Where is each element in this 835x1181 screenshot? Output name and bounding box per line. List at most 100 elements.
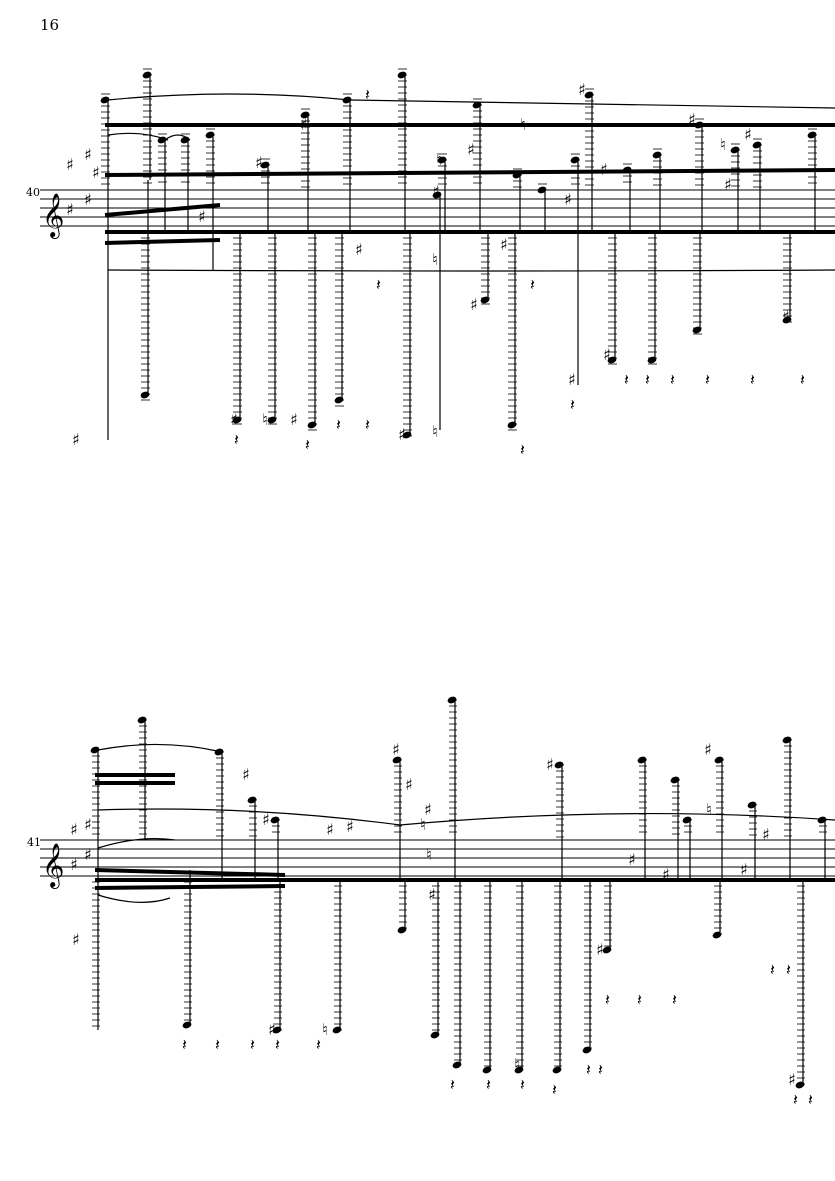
sharp-icon: ♯: [470, 295, 478, 314]
sharp-icon: ♯: [405, 775, 413, 794]
sharp-icon: ♯: [84, 815, 92, 834]
beams: [104, 123, 835, 245]
notehead: [752, 141, 762, 149]
notehead: [747, 801, 757, 809]
natural-icon: ♮: [514, 1055, 520, 1074]
sharp-icon: ♯: [70, 820, 78, 839]
rest-icon: 𝄽: [182, 1035, 187, 1054]
notehead: [552, 1066, 562, 1074]
measure-number-41: 41: [27, 836, 41, 849]
sharp-icon: ♯: [70, 855, 78, 874]
rest-icon: 𝄽: [520, 1075, 525, 1094]
rest-icon: 𝄽: [793, 1090, 798, 1109]
rests: 𝄽𝄽𝄽𝄽𝄽𝄽𝄽𝄽𝄽𝄽𝄽𝄽𝄽𝄽𝄽: [234, 85, 805, 459]
rest-icon: 𝄽: [750, 370, 755, 389]
rest-icon: 𝄽: [275, 1035, 280, 1054]
rest-icon: 𝄽: [365, 85, 370, 104]
sharp-icon: ♯: [255, 153, 263, 172]
notehead: [795, 1081, 805, 1089]
sharp-icon: ♯: [744, 125, 752, 144]
rest-icon: 𝄽: [637, 990, 642, 1009]
rest-icon: 𝄽: [586, 1060, 591, 1079]
notehead: [402, 431, 412, 439]
rest-icon: 𝄽: [250, 1035, 255, 1054]
notehead: [782, 736, 792, 744]
notehead: [334, 396, 344, 404]
accidentals: ♯♯♯♯♯♯♯♯♯♯♯♯♯♯♯♯♯♯♯♯♯♯♯♯♯♯♮♮♮♮♮♮: [66, 80, 790, 449]
notehead: [392, 756, 402, 764]
sharp-icon: ♯: [242, 765, 250, 784]
sharp-icon: ♯: [467, 140, 475, 159]
notehead: [270, 816, 280, 824]
notehead: [514, 1066, 524, 1074]
notehead: [182, 1021, 192, 1029]
notehead: [647, 356, 657, 364]
natural-icon: ♮: [720, 135, 726, 154]
natural-icon: ♮: [432, 250, 438, 269]
noteheads: [100, 71, 817, 439]
notehead: [397, 926, 407, 934]
rest-icon: 𝄽: [316, 1035, 321, 1054]
sharp-icon: ♯: [568, 370, 576, 389]
measure-number-40: 40: [26, 186, 40, 199]
sharp-icon: ♯: [424, 800, 432, 819]
sharp-icon: ♯: [398, 425, 406, 444]
rest-icon: 𝄽: [598, 1060, 603, 1079]
notehead: [480, 296, 490, 304]
natural-icon: ♮: [520, 115, 526, 134]
notehead: [652, 151, 662, 159]
music-system-2: 𝄞 ♯♯♯♯♯♯♯♯♯♯♯♯♯♯♯♯♯♯♯♯♯♯♮♮♮♮♮ 𝄽𝄽𝄽𝄽𝄽𝄽𝄽𝄽𝄽𝄽…: [40, 696, 835, 1109]
notehead: [272, 1026, 282, 1034]
sharp-icon: ♯: [84, 845, 92, 864]
noteheads: [90, 696, 827, 1089]
sharp-icon: ♯: [198, 207, 206, 226]
notehead: [447, 696, 457, 704]
sharp-icon: ♯: [92, 163, 100, 182]
notehead: [214, 748, 224, 756]
natural-icon: ♮: [262, 410, 268, 429]
notehead: [507, 421, 517, 429]
page-number: 16: [40, 16, 60, 34]
notehead: [247, 796, 257, 804]
natural-icon: ♮: [322, 1020, 328, 1039]
notehead: [260, 161, 270, 169]
notehead: [180, 136, 190, 144]
sharp-icon: ♯: [66, 200, 74, 219]
sharp-icon: ♯: [578, 80, 586, 99]
ties: [97, 743, 835, 903]
sharp-icon: ♯: [230, 410, 238, 429]
sharp-icon: ♯: [596, 940, 604, 959]
rest-icon: 𝄽: [624, 370, 629, 389]
stems: [92, 699, 827, 1085]
sharp-icon: ♯: [724, 175, 732, 194]
rest-icon: 𝄽: [376, 275, 381, 294]
sharp-icon: ♯: [762, 825, 770, 844]
rest-icon: 𝄽: [552, 1080, 557, 1099]
rest-icon: 𝄽: [670, 370, 675, 389]
rest-icon: 𝄽: [808, 1090, 813, 1109]
ties: [107, 93, 835, 272]
notehead: [602, 946, 612, 954]
notehead: [670, 776, 680, 784]
notehead: [694, 121, 704, 129]
rest-icon: 𝄽: [520, 440, 525, 459]
sharp-icon: ♯: [628, 850, 636, 869]
notehead: [332, 1026, 342, 1034]
rest-icon: 𝄽: [672, 990, 677, 1009]
notehead: [712, 931, 722, 939]
notehead: [437, 156, 447, 164]
sharp-icon: ♯: [66, 155, 74, 174]
notehead: [205, 131, 215, 139]
notehead: [714, 756, 724, 764]
notehead: [482, 1066, 492, 1074]
rest-icon: 𝄽: [770, 960, 775, 979]
rests: 𝄽𝄽𝄽𝄽𝄽𝄽𝄽𝄽𝄽𝄽𝄽𝄽𝄽𝄽𝄽𝄽𝄽𝄽: [182, 960, 813, 1109]
notehead: [140, 391, 150, 399]
notehead: [570, 156, 580, 164]
sharp-icon: ♯: [268, 1020, 276, 1039]
sharp-icon: ♯: [84, 190, 92, 209]
notehead: [582, 1046, 592, 1054]
stems: [101, 68, 817, 440]
notehead: [807, 131, 817, 139]
